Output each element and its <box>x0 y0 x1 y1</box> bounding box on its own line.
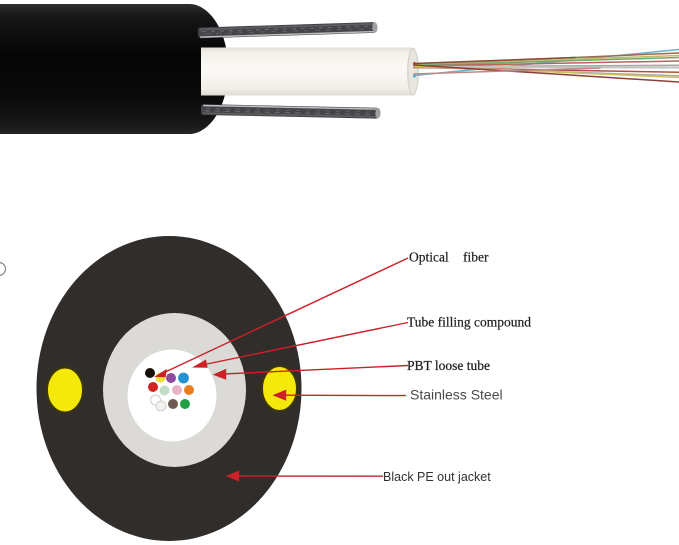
svg-text:PBT loose tube: PBT loose tube <box>407 358 490 373</box>
svg-text:Optical: Optical <box>409 250 449 265</box>
svg-text:Stainless Steel: Stainless Steel <box>410 387 503 403</box>
svg-text:Black PE out jacket: Black PE out jacket <box>383 470 491 484</box>
svg-text:fiber: fiber <box>463 250 489 265</box>
svg-text:Tube filling compound: Tube filling compound <box>407 315 531 330</box>
